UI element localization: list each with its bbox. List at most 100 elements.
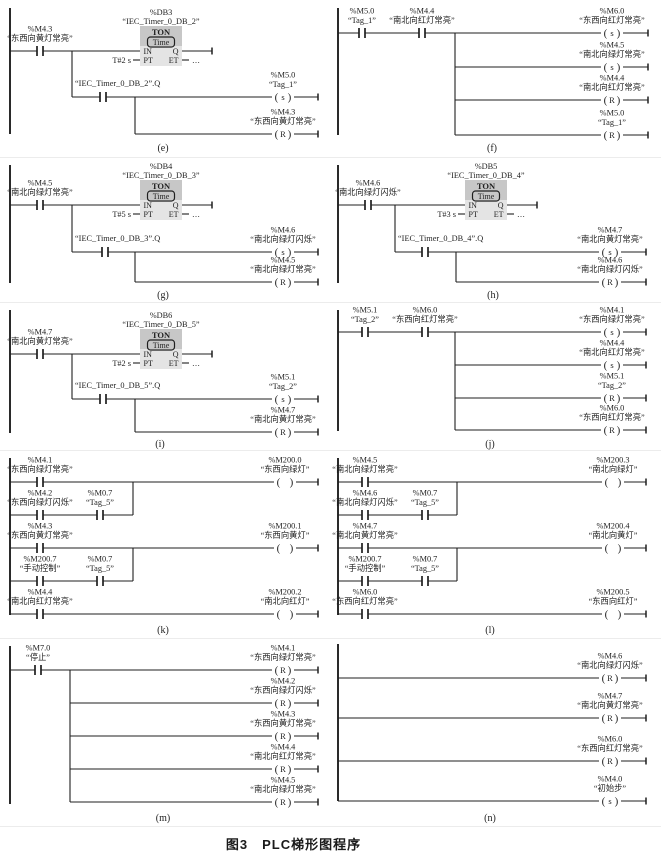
svg-text:PT: PT	[144, 56, 153, 65]
section-caption: (e)	[157, 143, 168, 154]
svg-text:R: R	[609, 425, 615, 435]
svg-text:“南北向黄灯常亮”: “南北向黄灯常亮”	[577, 700, 643, 710]
coil-reset: ()R%M4.5“南北向绿灯常亮”	[250, 256, 316, 289]
svg-text:“南北向黄灯常亮”: “南北向黄灯常亮”	[577, 234, 643, 244]
svg-text:): )	[617, 425, 621, 437]
figure-caption-text: 图3 PLC梯形图程序	[225, 837, 362, 852]
svg-text:Time: Time	[153, 192, 170, 201]
svg-text:s: s	[281, 394, 284, 404]
svg-text:): )	[617, 62, 621, 74]
svg-text:%M4.7: %M4.7	[598, 226, 623, 235]
svg-text:“东西向红灯常亮”: “东西向红灯常亮”	[579, 15, 645, 25]
svg-text:“Tag_1”: “Tag_1”	[598, 118, 626, 127]
svg-text:(: (	[604, 360, 608, 372]
svg-text:(f): (f)	[487, 143, 497, 154]
contact: %M0.7“Tag_5”	[86, 489, 114, 520]
svg-text:“IEC_Timer_0_DB_3”.Q: “IEC_Timer_0_DB_3”.Q	[75, 234, 160, 243]
svg-text:%M4.2: %M4.2	[271, 677, 296, 686]
svg-text:(: (	[275, 129, 279, 141]
svg-text:“IEC_Timer_0_DB_4”: “IEC_Timer_0_DB_4”	[447, 171, 524, 180]
svg-text:R: R	[609, 95, 615, 105]
svg-text:): )	[617, 360, 621, 372]
svg-text:“停止”: “停止”	[26, 652, 50, 662]
svg-text:%M4.1: %M4.1	[271, 644, 296, 653]
svg-text:(: (	[604, 62, 608, 74]
svg-text:“南北向绿灯闪烁”: “南北向绿灯闪烁”	[577, 660, 643, 670]
section-caption: (m)	[156, 813, 170, 824]
svg-text:(: (	[602, 247, 606, 259]
svg-text:TON: TON	[152, 181, 171, 191]
svg-text:(m): (m)	[156, 813, 170, 824]
svg-text:%M4.4: %M4.4	[28, 588, 54, 597]
svg-text:R: R	[609, 130, 615, 140]
svg-text:“南北向红灯”: “南北向红灯”	[261, 596, 310, 606]
svg-text:“南北向绿灯常亮”: “南北向绿灯常亮”	[332, 464, 398, 474]
svg-text:): )	[618, 609, 622, 621]
label: “IEC_Timer_0_DB_5”.Q	[75, 381, 160, 390]
svg-text:%M4.6: %M4.6	[356, 179, 381, 188]
svg-text:“Tag_2”: “Tag_2”	[351, 315, 379, 324]
svg-text:(e): (e)	[157, 143, 168, 154]
svg-text:%M200.1: %M200.1	[269, 522, 302, 531]
svg-text:“IEC_Timer_0_DB_2”: “IEC_Timer_0_DB_2”	[122, 17, 199, 26]
svg-text:): )	[288, 731, 292, 743]
svg-text:s: s	[281, 92, 284, 102]
svg-text:%M5.0: %M5.0	[350, 7, 375, 16]
svg-text:%M5.1: %M5.1	[600, 372, 625, 381]
svg-text:%M4.5: %M4.5	[271, 256, 296, 265]
row-divider	[0, 157, 661, 158]
svg-text:“IEC_Timer_0_DB_3”: “IEC_Timer_0_DB_3”	[122, 171, 199, 180]
svg-text:): )	[288, 427, 292, 439]
contact: %M4.1“东西向绿灯常亮”	[7, 456, 73, 487]
svg-text:%M0.7: %M0.7	[88, 555, 113, 564]
svg-text:%M200.2: %M200.2	[269, 588, 302, 597]
svg-text:PT: PT	[469, 210, 478, 219]
svg-text:“南北向绿灯”: “南北向绿灯”	[589, 464, 638, 474]
svg-text:IN: IN	[144, 201, 153, 210]
coil-set: ()s%M4.4“南北向红灯常亮”	[579, 339, 645, 372]
svg-text:(: (	[604, 327, 608, 339]
svg-text:): )	[288, 129, 292, 141]
svg-text:R: R	[280, 698, 286, 708]
svg-text:): )	[615, 713, 619, 725]
svg-text:%M4.1: %M4.1	[600, 306, 625, 315]
svg-text:%M4.6: %M4.6	[271, 226, 296, 235]
svg-text:“Tag_5”: “Tag_5”	[86, 564, 114, 573]
svg-text:Time: Time	[478, 192, 495, 201]
contact: %M4.4“南北向红灯常亮”	[389, 7, 455, 38]
svg-text:%M4.5: %M4.5	[28, 179, 53, 188]
svg-text:(: (	[277, 477, 281, 489]
svg-text:“南北向绿灯闪烁”: “南北向绿灯闪烁”	[577, 264, 643, 274]
contact	[99, 92, 107, 102]
svg-text:(: (	[604, 425, 608, 437]
svg-text:R: R	[607, 277, 613, 287]
svg-text:): )	[615, 796, 619, 808]
svg-text:): )	[290, 477, 294, 489]
ladder-network-n: ()R%M4.6“南北向绿灯闪烁”()R%M4.7“南北向黄灯常亮”()R%M6…	[337, 644, 647, 824]
svg-text:): )	[615, 277, 619, 289]
row-divider	[0, 302, 661, 303]
svg-text:%M7.0: %M7.0	[26, 644, 51, 653]
coil-set: ()s%M4.5“南北向绿灯常亮”	[579, 41, 645, 74]
svg-text:(: (	[275, 698, 279, 710]
coil-set: ()s%M4.7“南北向黄灯常亮”	[577, 226, 643, 259]
section-caption: (f)	[487, 143, 497, 154]
contact	[101, 247, 109, 257]
coil-reset: ()R%M4.4“南北向红灯常亮”	[250, 743, 316, 776]
svg-text:“东西向红灯常亮”: “东西向红灯常亮”	[577, 743, 643, 753]
svg-text:): )	[288, 797, 292, 809]
coil-set: ()s%M4.0“初始步”	[594, 775, 627, 808]
svg-text:): )	[288, 277, 292, 289]
svg-text:(: (	[275, 277, 279, 289]
svg-text:“东西向红灯常亮”: “东西向红灯常亮”	[392, 314, 458, 324]
section-caption: (n)	[484, 813, 496, 824]
svg-text:“东西向绿灯闪烁”: “东西向绿灯闪烁”	[250, 685, 316, 695]
svg-text:%M4.7: %M4.7	[353, 522, 378, 531]
svg-text:“Tag_2”: “Tag_2”	[598, 381, 626, 390]
svg-text:%M4.2: %M4.2	[28, 489, 53, 498]
svg-text:ET: ET	[169, 56, 179, 65]
row-divider	[0, 826, 661, 827]
